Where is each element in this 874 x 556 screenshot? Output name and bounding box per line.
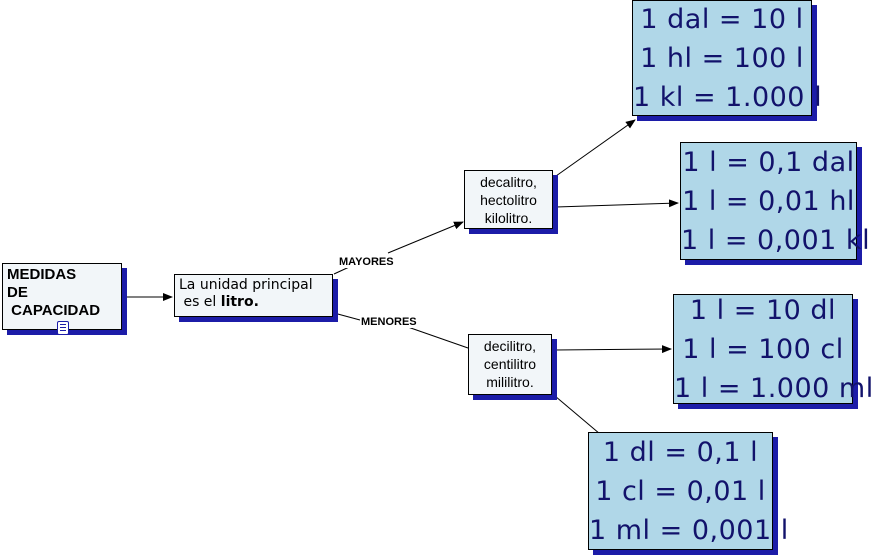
equivalence-line: 1 l = 0,1 dal — [682, 146, 855, 178]
equivalence-line: 1 cl = 0,01 l — [595, 475, 766, 507]
equivalence-box-mayores-1[interactable]: 1 dal = 10 l 1 hl = 100 l 1 kl = 1.000 l — [632, 0, 823, 116]
mayores-line-2: hectolitro — [480, 192, 537, 208]
equivalence-line: 1 ml = 0,001 l — [589, 514, 789, 546]
root-line-1: MEDIDAS — [7, 266, 77, 283]
link-mayores-arrow — [387, 221, 464, 254]
unit-line-2-bold: litro. — [220, 294, 259, 310]
mayores-line-1: decalitro, — [480, 174, 537, 190]
equivalence-line: 1 dl = 0,1 l — [602, 436, 759, 468]
root-node-medidas-capacidad[interactable]: MEDIDAS DE CAPACIDAD — [2, 263, 122, 335]
mayores-line-3: kilolitro. — [484, 210, 533, 226]
menores-line-2: centilitro — [483, 356, 537, 372]
menores-node[interactable]: decilitro, centilitro mililitro. — [468, 334, 552, 395]
unit-node[interactable]: La unidad principal es el litro. — [174, 274, 333, 317]
link-label-mayores: MAYORES — [338, 256, 395, 268]
link-menores-node — [404, 325, 469, 349]
link-men-b4 — [554, 395, 601, 435]
link-label-menores: MENORES — [360, 316, 418, 328]
equivalence-line: 1 dal = 10 l — [640, 3, 804, 35]
link-men-b3 — [554, 345, 672, 354]
equivalence-box-mayores-2[interactable]: 1 l = 0,1 dal 1 l = 0,01 hl 1 l = 0,001 … — [680, 142, 871, 260]
menores-line-1: decilitro, — [483, 338, 537, 354]
mayores-node[interactable]: decalitro, hectolitro kilolitro. — [464, 170, 553, 229]
equivalence-line: 1 l = 1.000 ml — [674, 372, 874, 404]
equivalence-box-menores-1[interactable]: 1 l = 10 dl 1 l = 100 cl 1 l = 1.000 ml — [673, 294, 873, 404]
document-icon[interactable] — [57, 321, 69, 335]
root-line-3: CAPACIDAD — [7, 302, 101, 319]
equivalence-line: 1 l = 100 cl — [682, 333, 844, 365]
link-unit-menores — [333, 312, 361, 321]
menores-line-3: mililitro. — [486, 374, 534, 390]
equivalence-line: 1 hl = 100 l — [640, 42, 804, 74]
equivalence-line: 1 l = 0,001 kl — [681, 224, 871, 256]
equivalence-line: 1 l = 10 dl — [689, 294, 837, 326]
equivalence-line: 1 kl = 1.000 l — [633, 81, 823, 113]
unit-line-2-prefix: es el — [179, 294, 221, 310]
equivalence-line: 1 l = 0,01 hl — [682, 185, 855, 217]
unit-line-1: La unidad principal — [179, 277, 313, 293]
equivalence-box-menores-2[interactable]: 1 dl = 0,1 l 1 cl = 0,01 l 1 ml = 0,001 … — [588, 432, 789, 550]
root-line-2: DE — [7, 284, 28, 301]
link-may-b2 — [555, 199, 679, 208]
unit-line-2: es el litro. — [179, 294, 328, 311]
link-may-b1 — [555, 119, 636, 177]
